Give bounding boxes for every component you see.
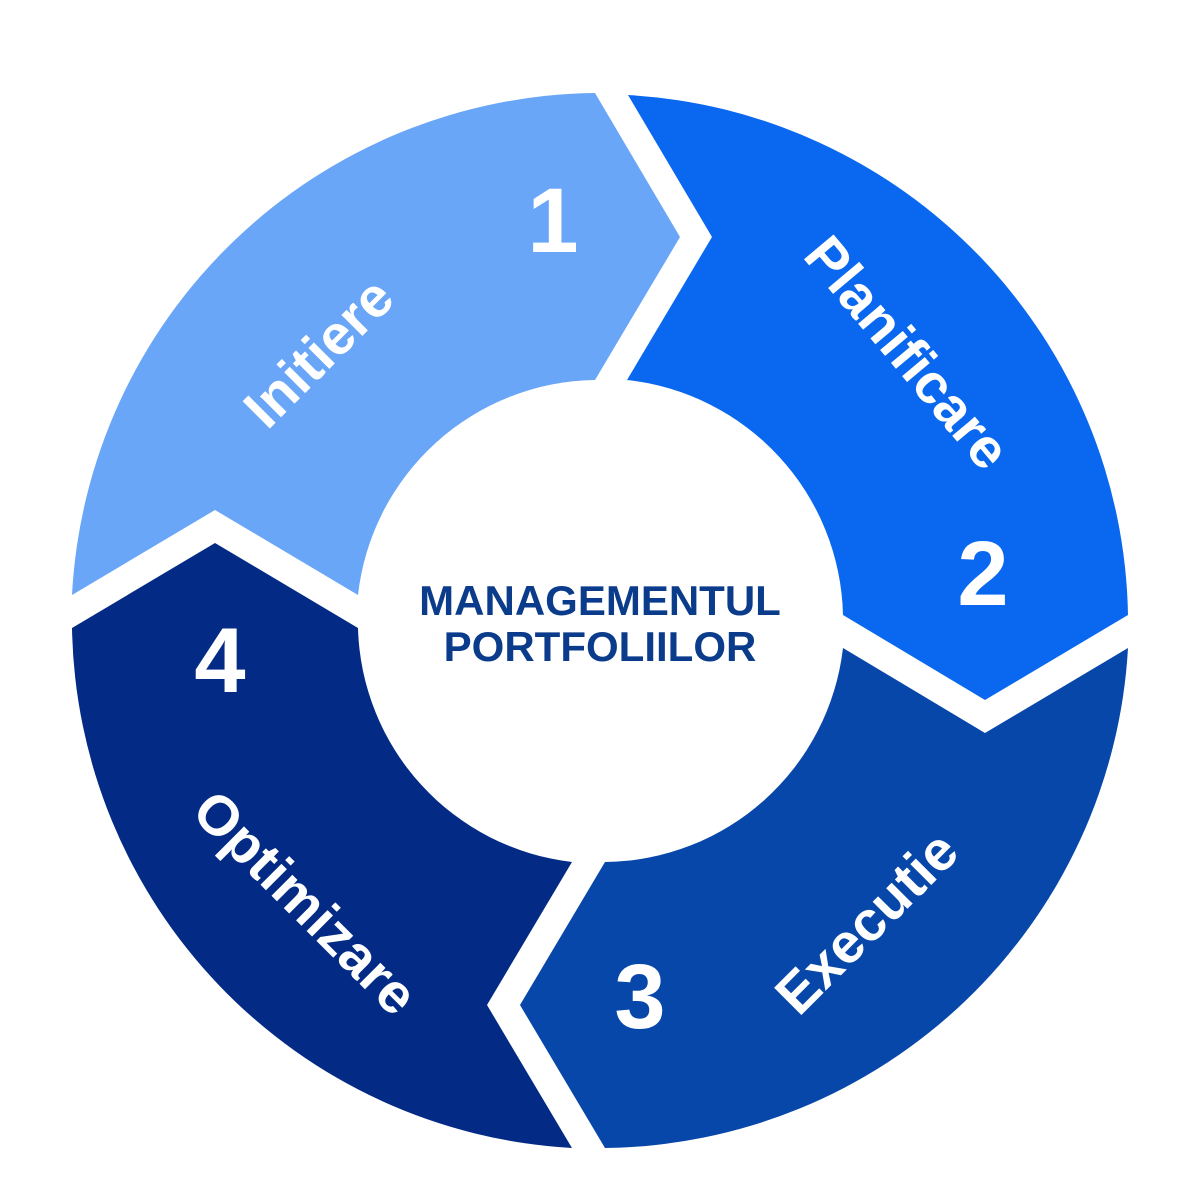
center-title-line-2: PORTFOLIILOR — [444, 623, 757, 670]
step-number-4: 4 — [194, 610, 245, 712]
segment-initiere — [72, 93, 680, 595]
center-title-line-1: MANAGEMENTUL — [419, 577, 781, 624]
segment-planificare — [627, 95, 1128, 700]
step-number-2: 2 — [957, 523, 1008, 625]
segment-executie — [520, 648, 1128, 1148]
segment-optimizare — [72, 543, 572, 1148]
step-number-1: 1 — [527, 170, 578, 272]
step-number-3: 3 — [614, 946, 665, 1048]
